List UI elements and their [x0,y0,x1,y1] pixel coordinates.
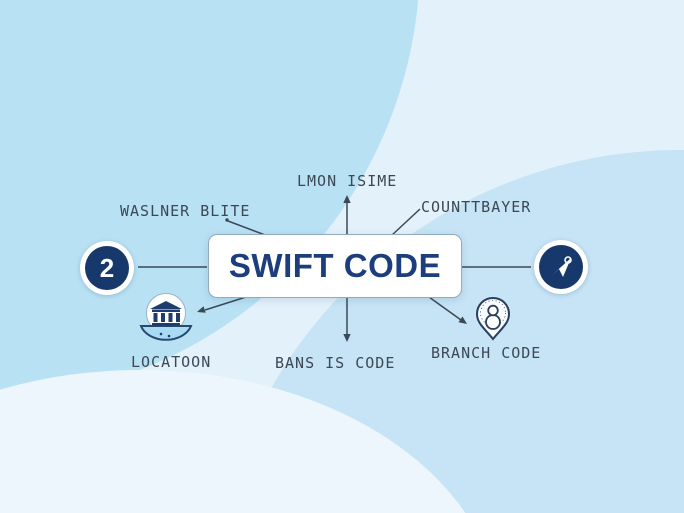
label-bottom-right: BRANCH CODE [431,344,542,362]
label-bottom-left: LOCATOON [131,353,212,371]
bank-icon-svg [139,293,193,341]
bank-in-bowl-icon [138,293,198,356]
airplane-badge [534,240,588,294]
arrowhead-to-bank [197,306,206,313]
swift-code-title: SWIFT CODE [228,247,442,284]
label-top-left: WASLNER BLITE [120,202,251,220]
person-location-pin-icon [474,296,512,347]
connector-top-left-dot [225,218,229,222]
airplane-badge-circle [539,245,583,289]
badge-number: 2 [99,253,115,283]
arrowhead-to-pin [458,316,467,324]
label-top-right: COUNTTBAYER [421,198,532,216]
arrowhead-up [343,195,351,203]
airplane-icon [551,256,572,277]
label-bottom-center: BANS IS CODE [275,354,396,372]
arrowhead-down [343,334,351,342]
number-2-badge-circle: 2 [85,246,129,290]
connector-bottom-left [204,296,247,311]
pin-icon-svg [475,296,511,341]
swift-code-box: SWIFT CODE [208,234,462,298]
number-2-badge: 2 [80,241,134,295]
connector-top-right [390,208,421,237]
connector-bottom-right [428,296,462,321]
label-top-center: LMON ISIME [297,172,398,190]
